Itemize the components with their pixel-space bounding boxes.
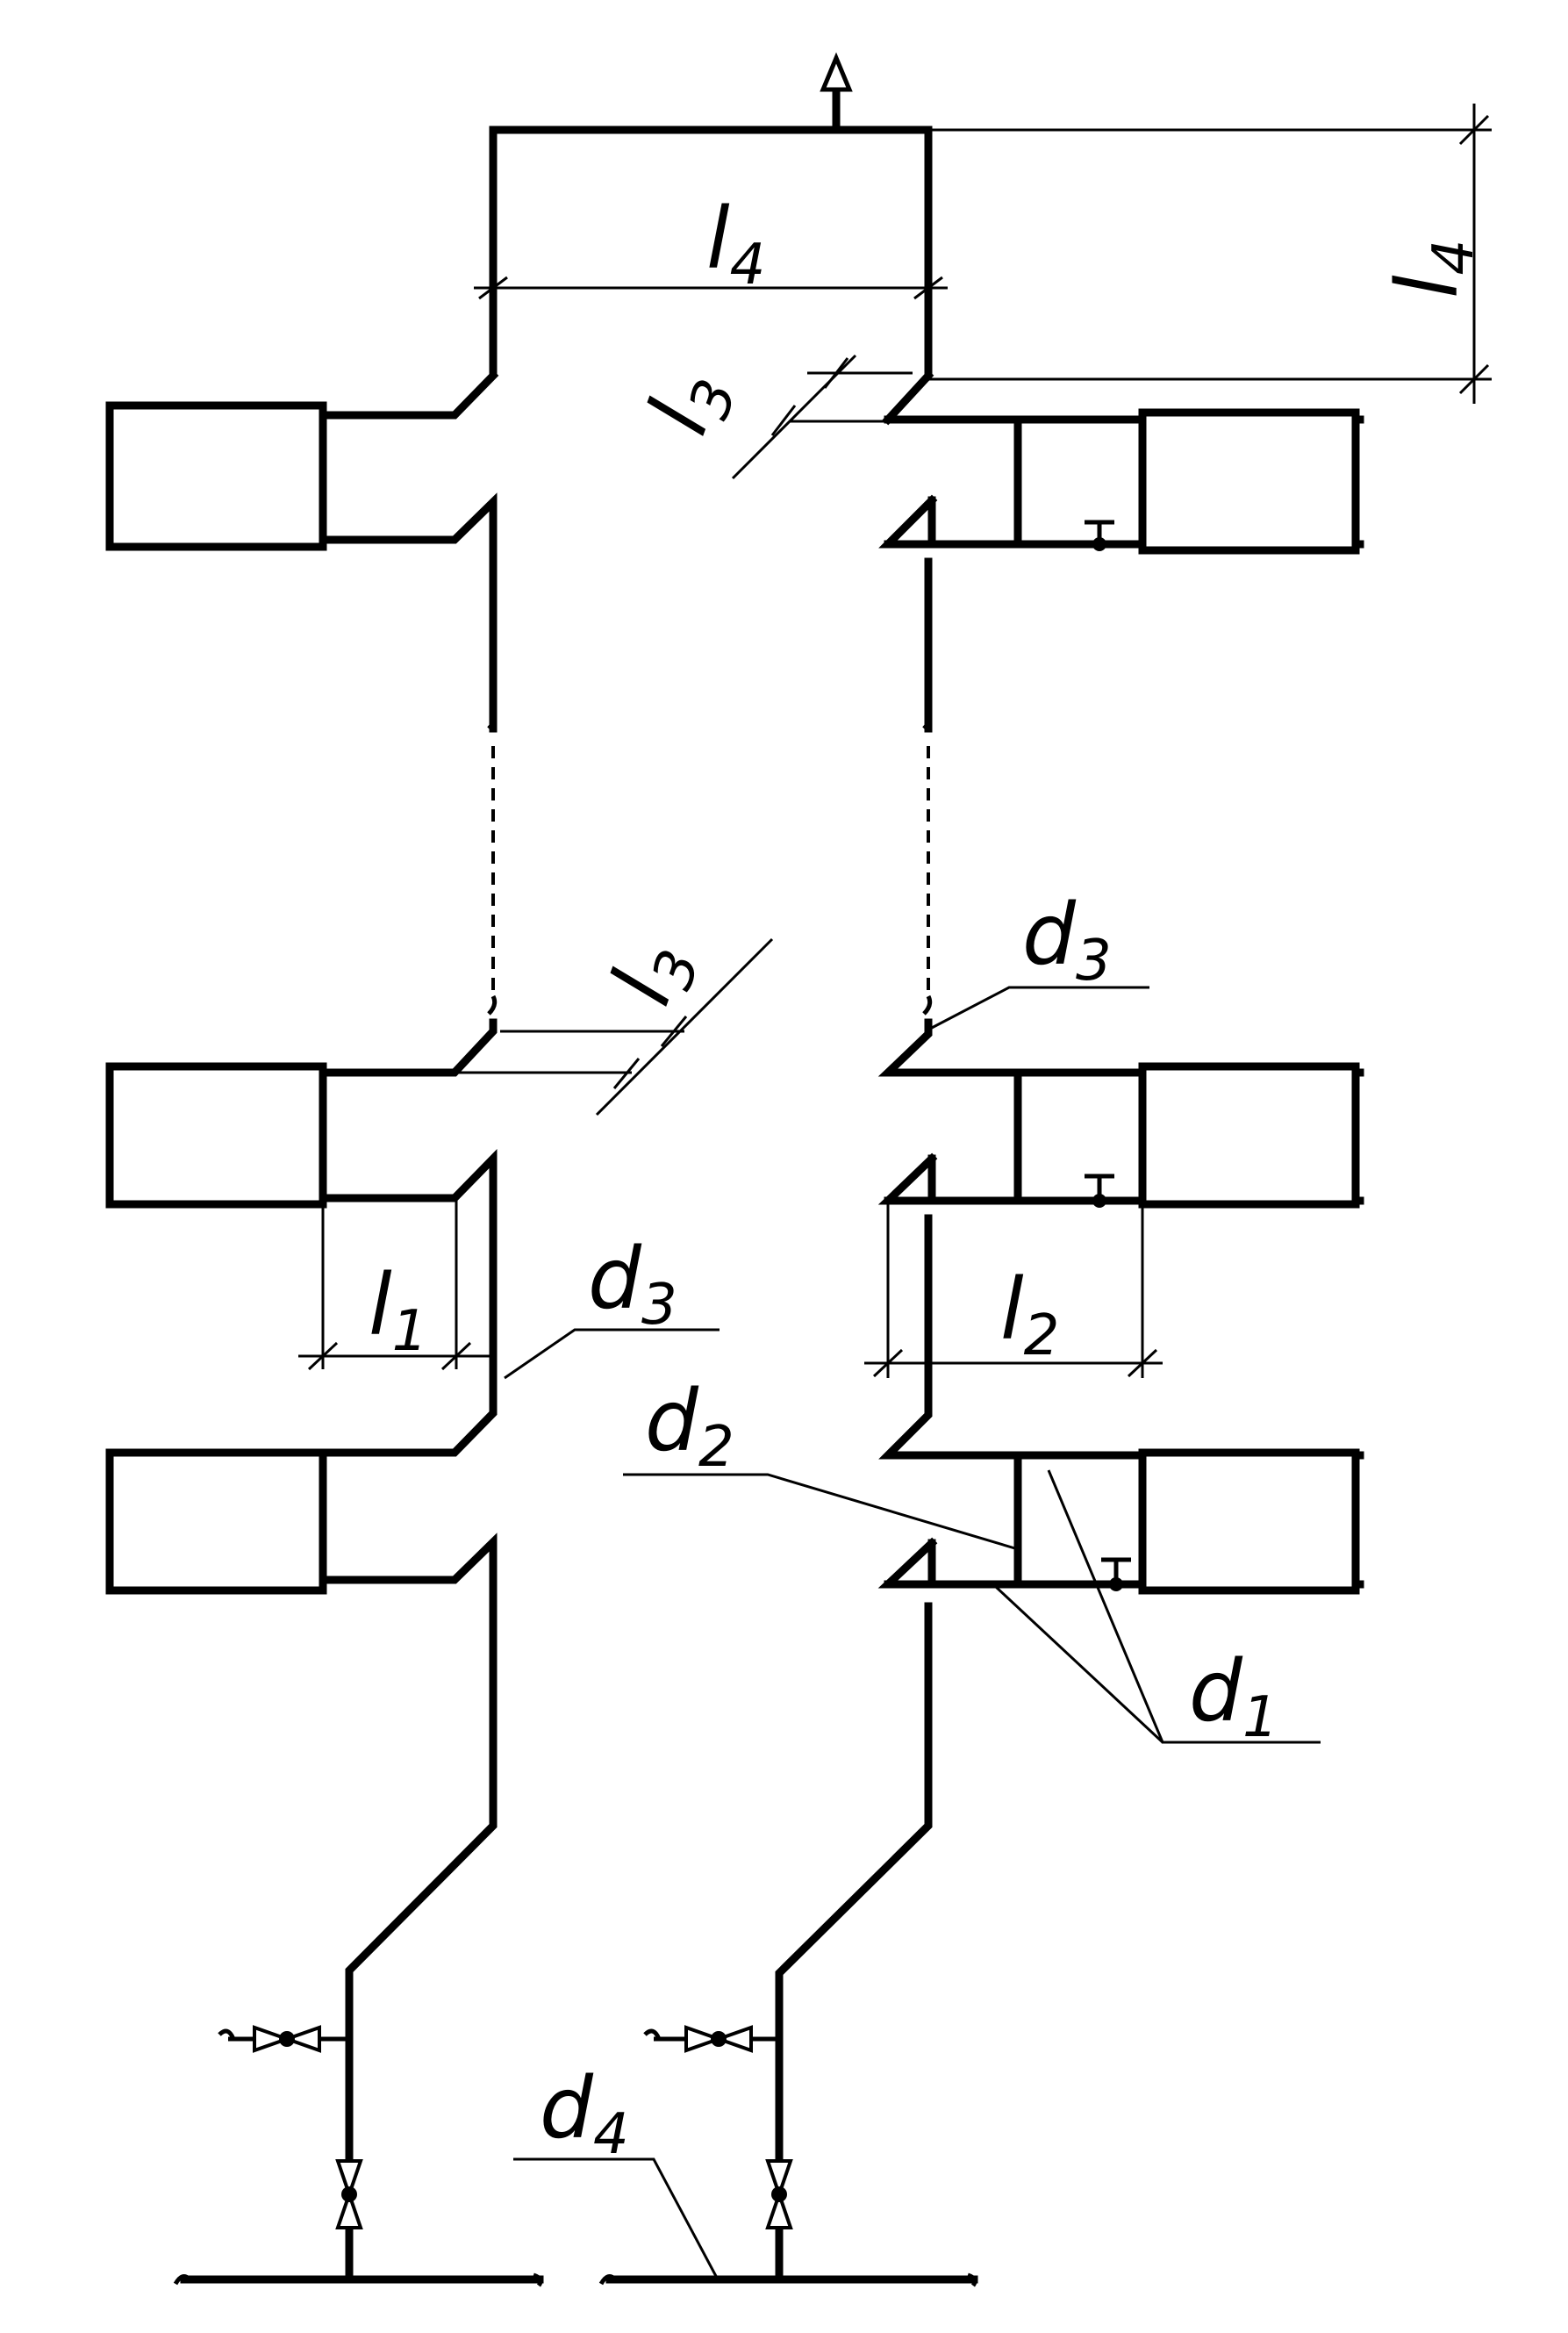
left-riser	[320, 370, 499, 2282]
left-radiators	[105, 401, 327, 1595]
label-l4-horizontal: l4	[706, 190, 765, 298]
valve-handle-icon	[1101, 1557, 1131, 1591]
label-l3-mid: l3	[591, 927, 713, 1019]
right-radiators	[1013, 408, 1360, 1595]
labels: l4 l4 l3 l3 l1 l2 d3 d3 d2 d1 d4	[369, 190, 1486, 2167]
label-l1: l1	[369, 1256, 427, 1364]
radiator-left-mid	[105, 1062, 327, 1209]
label-l4-vertical: l4	[1378, 240, 1486, 298]
top-collector	[489, 52, 933, 377]
valve-handle-icon	[1085, 520, 1114, 551]
label-d2: d2	[645, 1372, 734, 1480]
outlet-arrow-icon	[820, 52, 853, 92]
bottom-fittings	[173, 2025, 978, 2287]
gate-valve-icon	[253, 2025, 321, 2053]
label-d3-left: d3	[588, 1230, 677, 1338]
label-d3-right: d3	[1022, 886, 1112, 994]
leaders	[504, 986, 1321, 2280]
label-d4: d4	[540, 2059, 629, 2167]
right-riser	[775, 370, 1364, 2282]
gate-valve-icon	[765, 2159, 793, 2229]
radiator-right-bottom	[1138, 1448, 1360, 1595]
label-l3-top: l3	[628, 356, 750, 449]
label-d1: d1	[1189, 1642, 1278, 1750]
gate-valve-icon	[684, 2025, 753, 2053]
gate-valve-icon	[335, 2159, 363, 2229]
radiator-valves	[1085, 520, 1131, 1591]
radiator-left-top	[105, 401, 327, 551]
dimensions	[298, 104, 1492, 1378]
radiator-right-mid	[1138, 1062, 1360, 1209]
label-l2: l2	[1000, 1260, 1059, 1368]
valve-handle-icon	[1085, 1174, 1114, 1208]
radiator-left-bottom	[105, 1448, 327, 1595]
radiator-right-top	[1138, 408, 1360, 555]
